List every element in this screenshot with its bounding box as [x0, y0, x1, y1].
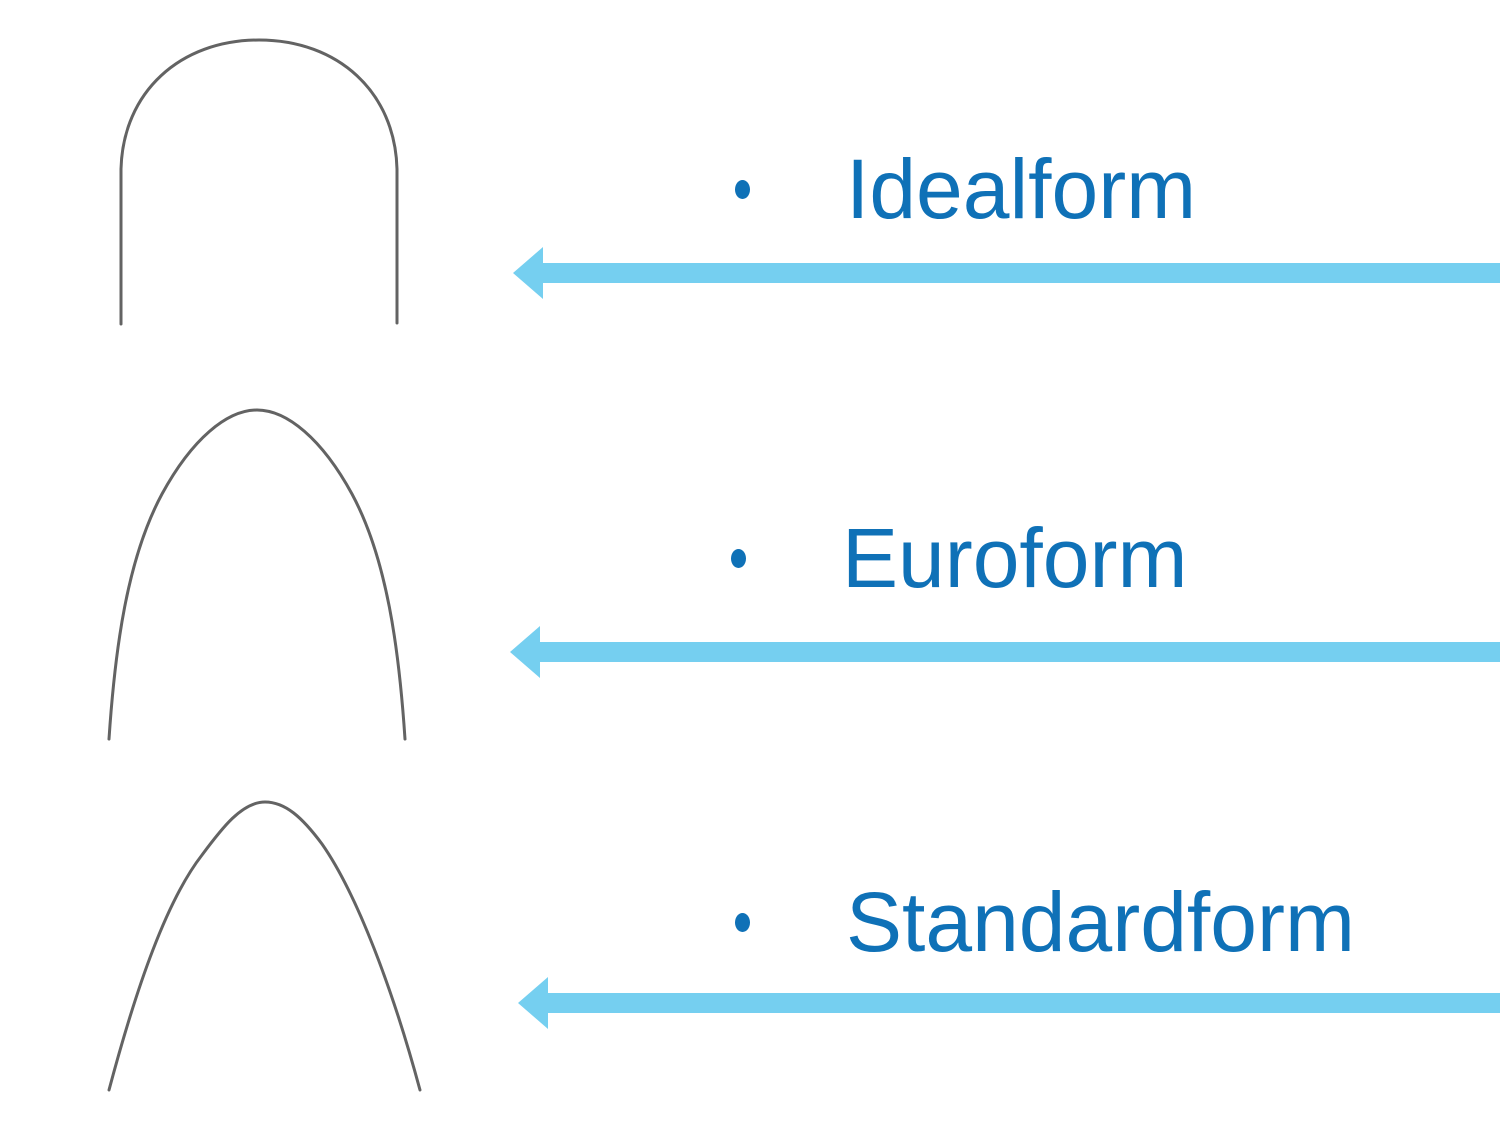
standardform-label: Standardform [846, 875, 1355, 969]
idealform-archwire-image [119, 38, 399, 326]
euroform-label: Euroform [842, 511, 1188, 605]
left-arrow-idealform-icon [513, 247, 1500, 299]
euroform-archwire-image [107, 408, 407, 741]
bullet-icon [735, 912, 750, 932]
list-item-idealform: Idealform [735, 147, 1196, 231]
left-arrow-standardform-icon [518, 977, 1500, 1029]
list-item-euroform: Euroform [731, 516, 1187, 600]
standardform-archwire-image [107, 800, 422, 1092]
bullet-icon [731, 548, 746, 568]
idealform-label: Idealform [846, 142, 1197, 236]
left-arrow-euroform-icon [510, 626, 1500, 678]
bullet-icon [735, 179, 750, 199]
list-item-standardform: Standardform [735, 880, 1355, 964]
